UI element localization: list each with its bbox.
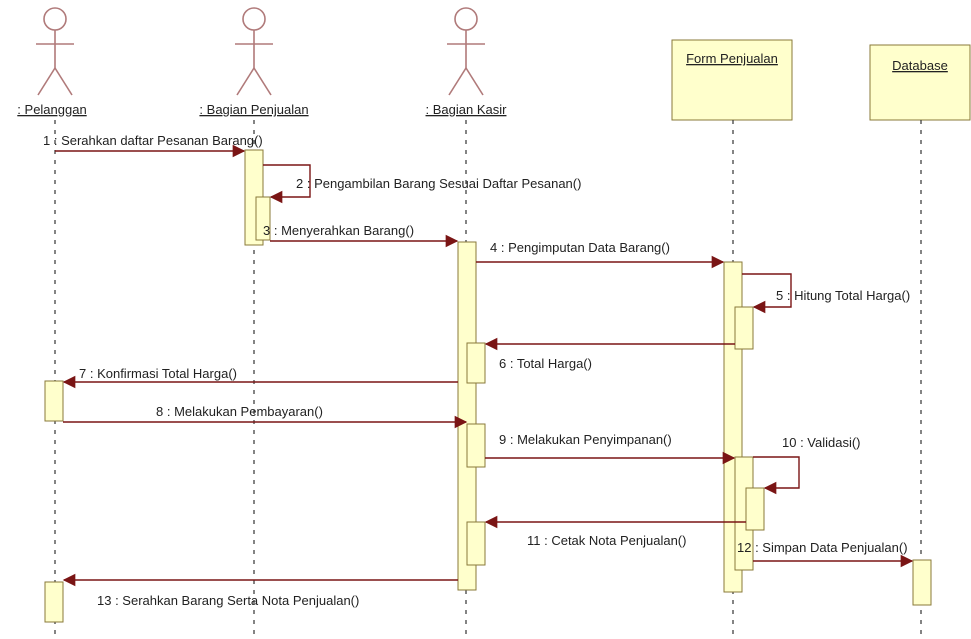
message-label: 7 : Konfirmasi Total Harga() [79,366,237,381]
message-arrow [263,164,311,204]
actor-head-icon [242,7,266,31]
actor-bagian-kasir: : Bagian Kasir [426,7,508,117]
activation-bar [255,196,271,241]
object-box [869,44,971,121]
message-8: 8 : Melakukan Pembayaran() [63,404,468,429]
message-13: 13 : Serahkan Barang Serta Nota Penjuala… [62,573,458,608]
activation-bar [44,581,64,623]
message-6: 6 : Total Harga() [484,337,735,371]
activation-bar [466,521,486,566]
message-label: 4 : Pengimputan Data Barang() [490,240,670,255]
activation-bar [466,342,486,384]
message-label: 3 : Menyerahkan Barang() [263,223,414,238]
message-5: 5 : Hitung Total Harga() [742,273,910,314]
object-label-form-penjualan: Form Penjualan [686,51,778,66]
message-label: 11 : Cetak Nota Penjualan() [527,533,686,548]
object-box [671,39,793,121]
message-label: 1 : Serahkan daftar Pesanan Barang() [43,133,263,148]
message-arrow [753,456,800,495]
object-database: Database [869,44,971,121]
activation-bar [466,423,486,468]
message-2: 2 : Pengambilan Barang Sesuai Daftar Pes… [263,164,581,204]
message-arrow [742,273,792,314]
message-label: 13 : Serahkan Barang Serta Nota Penjuala… [97,593,359,608]
actor-label-pelanggan: : Pelanggan [17,102,86,117]
message-4: 4 : Pengimputan Data Barang() [476,240,725,269]
message-label: 12 : Simpan Data Penjualan() [737,540,908,555]
object-label-database: Database [892,58,948,73]
message-label: 9 : Melakukan Penyimpanan() [499,432,672,447]
actor-label-bagian-penjualan: : Bagian Penjualan [199,102,308,117]
message-label: 5 : Hitung Total Harga() [776,288,910,303]
message-7: 7 : Konfirmasi Total Harga() [62,366,458,389]
activation-bar [912,559,932,606]
message-10: 10 : Validasi() [753,435,861,495]
message-label: 2 : Pengambilan Barang Sesuai Daftar Pes… [296,176,581,191]
message-11: 11 : Cetak Nota Penjualan() [484,515,746,548]
activation-bar [734,306,754,350]
actor-head-icon [43,7,67,31]
actor-pelanggan: : Pelanggan [17,7,87,117]
message-3: 3 : Menyerahkan Barang() [263,223,459,248]
activation-bar [745,487,765,531]
message-9: 9 : Melakukan Penyimpanan() [485,432,736,465]
message-label: 6 : Total Harga() [499,356,592,371]
message-12: 12 : Simpan Data Penjualan() [737,540,914,568]
object-form-penjualan: Form Penjualan [671,39,793,121]
message-1: 1 : Serahkan daftar Pesanan Barang() [43,133,263,158]
actor-head-icon [454,7,478,31]
message-label: 10 : Validasi() [782,435,861,450]
actor-bagian-penjualan: : Bagian Penjualan [199,7,309,117]
activation-bar [44,380,64,422]
actor-label-bagian-kasir: : Bagian Kasir [426,102,508,117]
message-label: 8 : Melakukan Pembayaran() [156,404,323,419]
